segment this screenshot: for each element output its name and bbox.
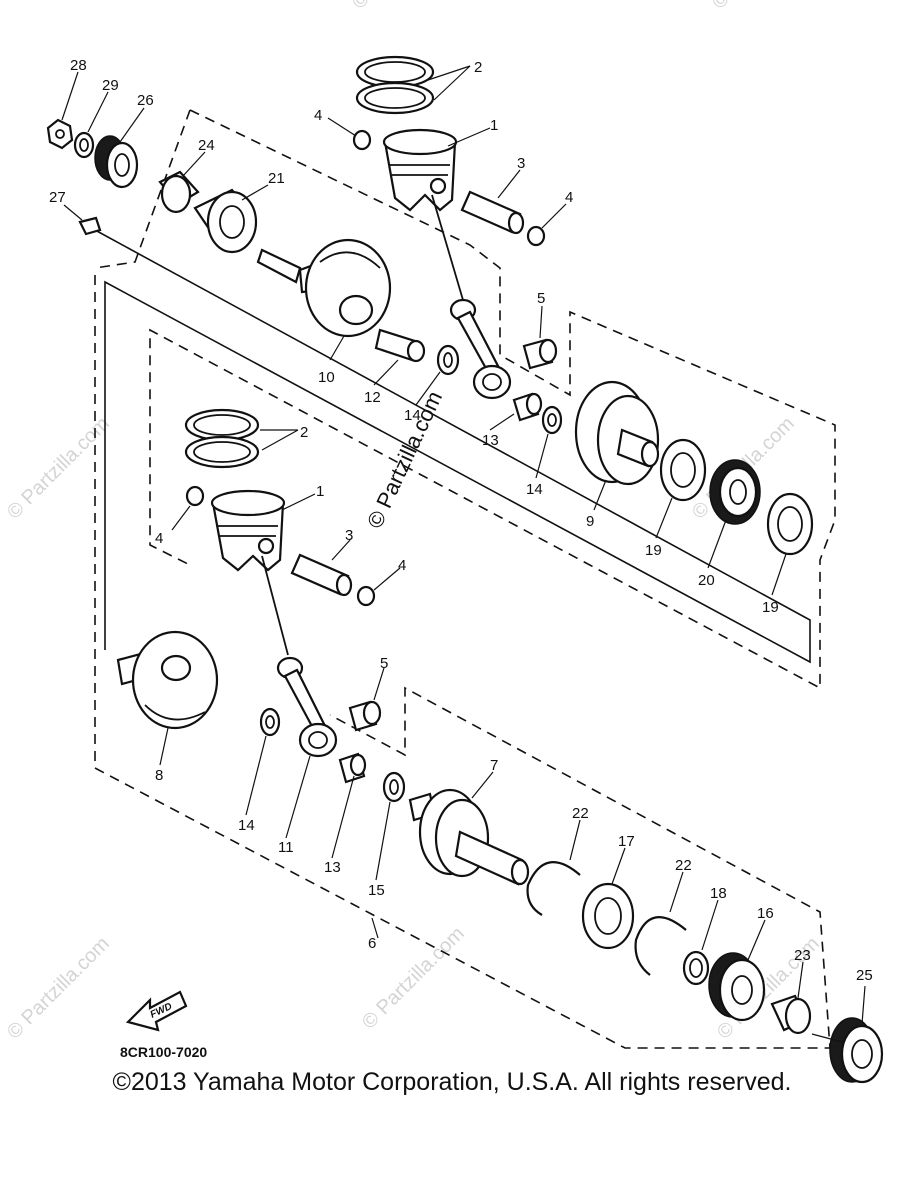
callout-27: 27 [49, 189, 66, 206]
callout-13: 13 [482, 432, 499, 449]
upper-assembly-outline [149, 109, 836, 690]
piston-1 [210, 489, 286, 572]
callout-22: 22 [572, 805, 589, 822]
needle-bearing-5 [522, 338, 558, 370]
circlip-22 [634, 916, 687, 976]
collar-23 [770, 994, 812, 1035]
watermark: © Partzilla.com [3, 933, 114, 1044]
washer-14 [436, 344, 460, 376]
callout-15: 15 [368, 882, 385, 899]
callout-3: 3 [345, 527, 353, 544]
collar-24 [158, 170, 200, 214]
callout-11: 11 [278, 839, 294, 856]
callout-19: 19 [645, 542, 662, 559]
bearing-19 [766, 492, 814, 556]
watermark: © Partzilla.com [348, 0, 459, 14]
key-27 [78, 216, 102, 236]
piston-rings-2 [355, 55, 435, 115]
callout-8: 8 [155, 767, 163, 784]
nut-28 [46, 118, 74, 150]
callout-14: 14 [238, 817, 255, 834]
crank-9 [574, 380, 660, 486]
callout-4: 4 [314, 107, 322, 124]
circlip-22 [526, 861, 581, 916]
connecting-rod-upper [431, 194, 512, 400]
washer-29 [73, 131, 95, 159]
callout-29: 29 [102, 77, 119, 94]
callout-7: 7 [490, 757, 498, 774]
callout-19: 19 [762, 599, 779, 616]
bearing-13 [338, 752, 367, 784]
callout-14: 14 [526, 481, 543, 498]
crank-half-10 [256, 238, 392, 338]
piston-1 [382, 128, 458, 212]
bearing-17 [581, 882, 635, 950]
washer-14 [259, 707, 281, 737]
callout-26: 26 [137, 92, 154, 109]
crank-assembly-outline [94, 229, 811, 664]
crank-half-8 [116, 630, 219, 730]
callout-9: 9 [586, 513, 594, 530]
diagram-code: 8CR100-7020 [120, 1044, 207, 1060]
bearing-13 [512, 392, 543, 422]
callout-24: 24 [198, 137, 215, 154]
callout-20: 20 [698, 572, 715, 589]
callout-5: 5 [380, 655, 388, 672]
needle-bearing-5 [348, 700, 382, 732]
copyright-footer: ©2013 Yamaha Motor Corporation, U.S.A. A… [112, 1068, 792, 1096]
bearing-16 [708, 952, 766, 1022]
crank-7 [408, 788, 530, 886]
callout-1: 1 [490, 117, 498, 134]
callout-10: 10 [318, 369, 335, 386]
oil-seal-25 [829, 1017, 884, 1084]
callout-16: 16 [757, 905, 774, 922]
bearing-21 [193, 188, 258, 254]
callout-6: 6 [368, 935, 376, 952]
watermark: © Partzilla.com [3, 413, 114, 524]
callout-2: 2 [474, 59, 482, 76]
callout-18: 18 [710, 885, 727, 902]
circlip-4 [526, 225, 546, 247]
lower-assembly-outline [94, 275, 831, 1049]
callout-23: 23 [794, 947, 811, 964]
circlip-4 [356, 585, 376, 607]
oil-seal-26 [94, 135, 139, 189]
connecting-rod-11 [261, 555, 338, 758]
crank-pin-12 [374, 328, 426, 363]
bearing-19 [659, 438, 707, 502]
circlip-4 [185, 485, 205, 507]
assembly-outlines [94, 109, 836, 1049]
washer-15 [382, 771, 406, 803]
watermark: © Partzilla.com [708, 0, 819, 14]
callout-5: 5 [537, 290, 545, 307]
callout-4: 4 [565, 189, 573, 206]
piston-pin-3 [290, 553, 353, 597]
fwd-arrow-icon: FWD [125, 990, 188, 1032]
callout-28: 28 [70, 57, 87, 74]
callout-17: 17 [618, 833, 635, 850]
callout-3: 3 [517, 155, 525, 172]
top-left-outline [94, 109, 191, 269]
piston-rings-2 [184, 408, 260, 469]
labyrinth-seal-20 [709, 459, 761, 525]
washer-14 [541, 405, 563, 435]
callout-13: 13 [324, 859, 341, 876]
callout-2: 2 [300, 424, 308, 441]
callout-labels: 28 29 26 24 21 27 2 4 1 3 4 5 10 12 14 1… [49, 57, 873, 984]
piston-pin-3 [460, 190, 525, 235]
callout-25: 25 [856, 967, 873, 984]
callout-14: 14 [404, 407, 421, 424]
callout-4: 4 [398, 557, 406, 574]
callout-4: 4 [155, 530, 163, 547]
callout-21: 21 [268, 170, 285, 187]
callout-1: 1 [316, 483, 324, 500]
callout-12: 12 [364, 389, 381, 406]
washer-18 [682, 950, 710, 986]
leader-lines [61, 65, 866, 1043]
circlip-4 [352, 129, 372, 151]
callout-22: 22 [675, 857, 692, 874]
